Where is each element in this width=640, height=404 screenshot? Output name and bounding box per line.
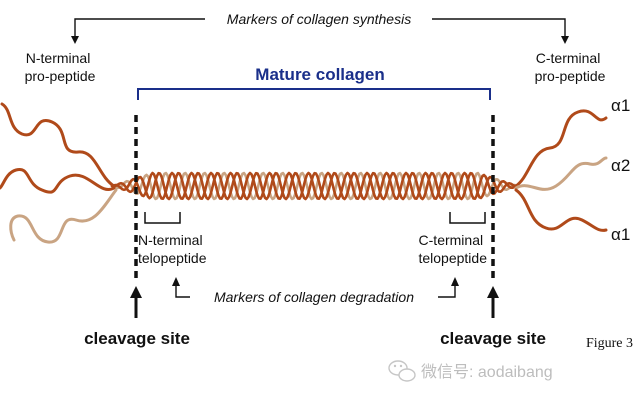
c-propeptide-label: C-terminal pro-peptide bbox=[535, 50, 606, 84]
n-propeptide-coil-alpha1-mid bbox=[0, 167, 116, 194]
degradation-arrow-right bbox=[451, 277, 459, 286]
watermark-text: 微信号: aodaibang bbox=[421, 363, 553, 381]
degradation-arrow-left bbox=[172, 277, 180, 286]
collagen-chains bbox=[0, 102, 608, 244]
degradation-bracket-right bbox=[438, 284, 456, 298]
synthesis-label: Markers of collagen synthesis bbox=[227, 11, 411, 27]
degradation-bracket-left bbox=[175, 284, 190, 298]
c-telopeptide-bracket bbox=[449, 212, 486, 224]
c-propeptide-coil-alpha1-top bbox=[514, 109, 608, 188]
mature-collagen-label: Mature collagen bbox=[255, 65, 384, 84]
degradation-label: Markers of collagen degradation bbox=[214, 289, 414, 305]
helix-strand-alpha1-b bbox=[110, 171, 519, 200]
mature-collagen-bracket bbox=[137, 88, 491, 100]
chain-label-alpha1-bottom: α1 bbox=[611, 225, 630, 244]
n-propeptide-coil-alpha2 bbox=[9, 188, 118, 244]
synthesis-bracket bbox=[74, 18, 566, 38]
wechat-icon bbox=[388, 360, 416, 382]
c-propeptide-coil-alpha1-bottom bbox=[514, 188, 608, 232]
helix-strand-alpha1-a bbox=[110, 171, 519, 201]
cleavage-arrow-left-head bbox=[130, 286, 142, 298]
n-telopeptide-bracket bbox=[144, 212, 181, 224]
c-telopeptide-label: C-terminal telopeptide bbox=[418, 232, 487, 266]
cleavage-arrow-right-head bbox=[487, 286, 499, 298]
cleavage-site-label-right: cleavage site bbox=[440, 329, 546, 348]
chain-label-alpha2: α2 bbox=[611, 156, 630, 175]
watermark: 微信号: aodaibang bbox=[388, 360, 553, 382]
synthesis-arrow-left bbox=[71, 36, 79, 44]
cleavage-site-label-left: cleavage site bbox=[84, 329, 190, 348]
n-propeptide-label: N-terminal pro-peptide bbox=[25, 50, 96, 84]
synthesis-arrow-right bbox=[561, 36, 569, 44]
chain-label-alpha1-top: α1 bbox=[611, 96, 630, 115]
n-telopeptide-label: N-terminal telopeptide bbox=[138, 232, 207, 266]
c-propeptide-coil-alpha2 bbox=[514, 156, 608, 191]
n-propeptide-coil-alpha1-top bbox=[0, 102, 116, 188]
figure-label: Figure 3 bbox=[586, 336, 633, 351]
